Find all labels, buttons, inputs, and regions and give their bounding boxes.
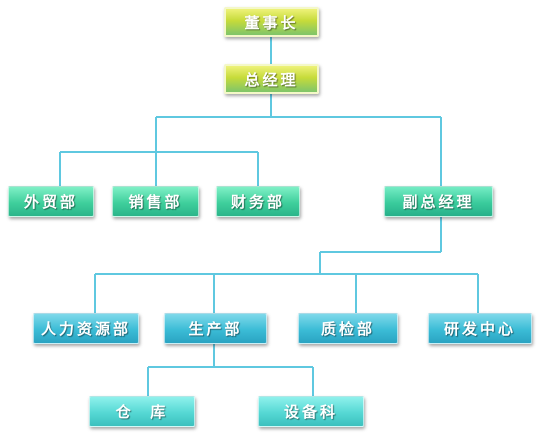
node-rnd: 研发中心 [428, 313, 532, 344]
node-general-manager: 总经理 [224, 64, 319, 94]
node-chairman-label: 董事长 [244, 13, 299, 32]
node-sales-label: 销售部 [128, 193, 183, 211]
node-foreign-trade-label: 外贸部 [23, 193, 78, 211]
node-deputy-gm-label: 副总经理 [402, 193, 475, 211]
node-sales: 销售部 [112, 186, 199, 217]
node-finance: 财务部 [216, 186, 300, 217]
node-warehouse: 仓 库 [89, 396, 195, 427]
node-foreign-trade: 外贸部 [8, 186, 94, 217]
node-production: 生产部 [164, 313, 267, 344]
node-general-manager-label: 总经理 [244, 70, 299, 89]
node-hr-label: 人力资源部 [40, 320, 131, 338]
node-deputy-gm: 副总经理 [384, 186, 493, 217]
node-quality-label: 质检部 [320, 320, 375, 338]
node-rnd-label: 研发中心 [443, 320, 516, 338]
node-production-label: 生产部 [188, 320, 243, 338]
node-quality: 质检部 [298, 313, 398, 344]
node-warehouse-label: 仓 库 [115, 403, 169, 421]
node-equipment: 设备科 [258, 396, 364, 427]
node-equipment-label: 设备科 [283, 403, 338, 421]
node-finance-label: 财务部 [230, 193, 285, 211]
node-chairman: 董事长 [224, 7, 319, 37]
node-hr: 人力资源部 [33, 313, 139, 344]
